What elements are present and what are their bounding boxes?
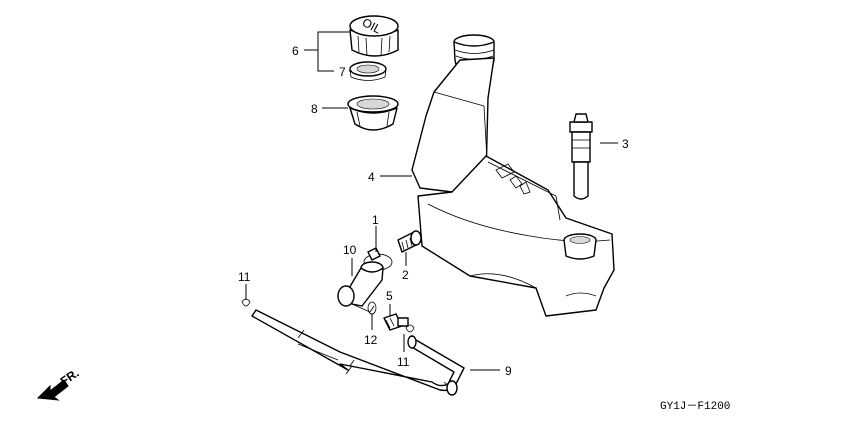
fitting-part-5: [383, 313, 409, 331]
callout-9: 9: [505, 364, 512, 378]
callout-12: 12: [364, 333, 378, 347]
oil-cap-part-6: OIL: [349, 15, 399, 57]
washer-part-12: [367, 301, 377, 315]
callout-11-upper: 11: [238, 270, 251, 284]
bolt-part-2: [397, 230, 422, 253]
callout-3: 3: [622, 137, 629, 151]
joint-part-10: [337, 261, 384, 313]
clip-part-11-lower: [405, 324, 415, 333]
callout-2: 2: [402, 268, 409, 282]
cap-seal-part-7: [349, 61, 387, 81]
front-direction-arrow: FR.: [36, 366, 82, 401]
callout-4: 4: [368, 170, 375, 184]
diagram-code: GY1J－F1200: [660, 401, 730, 413]
oil-tank-part-4: [411, 34, 615, 317]
oil-hose-part-9: [251, 309, 465, 396]
callout-1: 1: [372, 213, 379, 227]
callout-11-lower: 11: [397, 355, 410, 369]
callout-8: 8: [311, 102, 318, 116]
clamp-part-1: [363, 247, 393, 271]
callout-5: 5: [386, 289, 393, 303]
strainer-part-8: [347, 95, 399, 131]
callout-6: 6: [292, 44, 299, 58]
clip-part-11-upper: [241, 298, 251, 307]
callout-10: 10: [343, 243, 357, 257]
level-sensor-part-3: [569, 113, 593, 200]
callout-7: 7: [339, 65, 346, 79]
leader-lines: [245, 31, 618, 371]
